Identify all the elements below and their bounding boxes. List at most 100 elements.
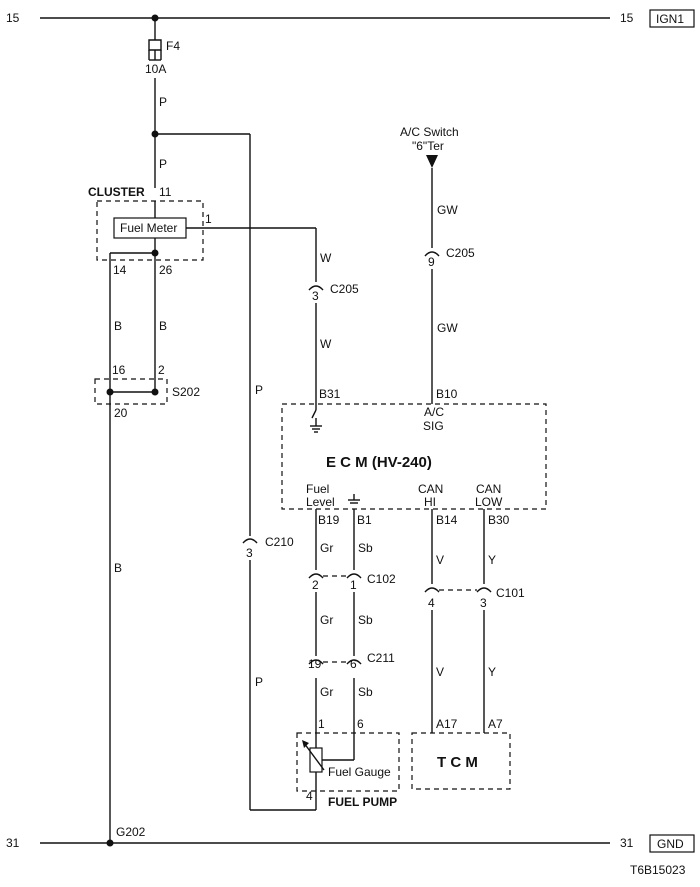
c102-pin-a: 2: [312, 578, 319, 592]
rail-bottom-left-label: 31: [6, 836, 20, 850]
ecm-title: E C M (HV-240): [326, 454, 432, 471]
ecm-pin-b19: B19: [318, 513, 340, 527]
s202-pin-20: 20: [114, 406, 128, 420]
cluster: CLUSTER 11 Fuel Meter 1 14 26: [88, 185, 316, 277]
ecm-pin-b30: B30: [488, 513, 510, 527]
ecm-outline: [281, 403, 547, 510]
wire-color-p: P: [255, 675, 263, 689]
wire-color-b: B: [159, 319, 167, 333]
wire-color-v: V: [436, 553, 444, 567]
wire-color-y: Y: [488, 553, 496, 567]
fuse-name: F4: [166, 39, 180, 53]
ecm-pin-b10: B10: [436, 387, 458, 401]
cluster-pin-in: 11: [159, 185, 172, 199]
wire-color-gr: Gr: [320, 613, 333, 627]
fuel-pump-pin-4: 4: [306, 789, 313, 803]
c211-pin-b: 6: [350, 657, 357, 671]
gnd-tag-label: GND: [657, 837, 684, 851]
rail-top-left-label: 15: [6, 11, 20, 25]
wire-color-w: W: [320, 251, 332, 265]
c210-pin: 3: [246, 546, 253, 560]
c210-label: C210: [265, 535, 294, 549]
ecm-fuel-2: Level: [306, 495, 335, 509]
cluster-pin-out: 1: [205, 212, 212, 226]
w-wire: W 3 C205 W: [308, 228, 359, 404]
fuel-pump-pin-6: 6: [357, 717, 364, 731]
c211-label: C211: [367, 651, 395, 665]
c205-pin-gw: 9: [428, 255, 435, 269]
cluster-outline: [96, 200, 204, 261]
ac-switch: A/C Switch "6"Ter GW 9 C205 GW: [400, 125, 475, 404]
wire-color-v: V: [436, 665, 444, 679]
s202-label: S202: [172, 385, 200, 399]
ecm-ac-sig-1: A/C: [424, 405, 444, 419]
s202-pin-16: 16: [112, 363, 126, 377]
wire-color-sb: Sb: [358, 613, 373, 627]
p-wire: P P P 3 C210 P: [151, 78, 317, 811]
c102-pin-b: 1: [350, 578, 357, 592]
junction-dot: [151, 388, 159, 396]
ecm-ac-sig-2: SIG: [423, 419, 444, 433]
wire-color-p: P: [255, 383, 263, 397]
ecm-pin-b14: B14: [436, 513, 458, 527]
fuel-pump: 1 6 Fuel Gauge 4 FUEL PUMP: [296, 717, 400, 809]
c101-pin-b: 3: [480, 596, 487, 610]
tcm-pin-a7: A7: [488, 717, 503, 731]
can-wires: V Y 4 3 C101 V Y: [424, 509, 525, 733]
tcm: A17 A7 T C M: [411, 717, 511, 790]
c101-pin-a: 4: [428, 596, 435, 610]
wire-color-gr: Gr: [320, 685, 333, 699]
cluster-pin-14: 14: [113, 263, 127, 277]
wire-color-gr: Gr: [320, 541, 333, 555]
c205-label: C205: [330, 282, 359, 296]
splice-s202: 16 2 20 S202: [94, 363, 200, 420]
wire-color-y: Y: [488, 665, 496, 679]
junction-dot: [106, 388, 114, 396]
fuel-meter-label: Fuel Meter: [120, 221, 177, 235]
fuel-pump-title: FUEL PUMP: [328, 795, 397, 809]
ac-switch-terminal: "6"Ter: [412, 139, 444, 153]
cluster-pin-26: 26: [159, 263, 173, 277]
ign1-rail: 15 15 IGN1: [6, 9, 695, 28]
gnd-rail: G202 31 31 GND: [6, 825, 695, 853]
gnd-tag: [649, 834, 695, 853]
fuse-rating: 10A: [145, 62, 166, 76]
ac-switch-label: A/C Switch: [400, 125, 459, 139]
wire-color-gw: GW: [437, 203, 458, 217]
tcm-title: T C M: [437, 754, 478, 771]
rail-bottom-right-label: 31: [620, 836, 634, 850]
ecm-fuel-1: Fuel: [306, 482, 329, 496]
cluster-title: CLUSTER: [88, 185, 145, 199]
diagram-id: T6B15023: [630, 863, 686, 877]
wire-color-w: W: [320, 337, 332, 351]
b-wires: B B B: [109, 253, 167, 843]
ecm-can-hi-2: HI: [424, 495, 436, 509]
wire-color-b: B: [114, 319, 122, 333]
wire-color-p: P: [159, 95, 167, 109]
c101-label: C101: [496, 586, 525, 600]
wire-color-sb: Sb: [358, 685, 373, 699]
tcm-outline: [411, 732, 511, 790]
fuel-pump-outline: [296, 732, 400, 792]
fuel-gauge-label: Fuel Gauge: [328, 765, 391, 779]
fuel-pump-pin-1: 1: [318, 717, 325, 731]
fuse-f4: F4 10A: [145, 18, 180, 76]
ac-switch-arrow: [426, 155, 438, 168]
c205-pin-w: 3: [312, 289, 319, 303]
wire-color-p: P: [159, 157, 167, 171]
c205-label: C205: [446, 246, 475, 260]
ecm-can-low-1: CAN: [476, 482, 501, 496]
ecm-pin-b31: B31: [319, 387, 341, 401]
rail-top-right-label: 15: [620, 11, 634, 25]
wire-color-sb: Sb: [358, 541, 373, 555]
fuel-level-wires: Gr Sb 2 1 C102 Gr Sb 19 6 C211 Gr Sb: [308, 509, 396, 760]
ecm-pin-b1: B1: [357, 513, 372, 527]
c211-pin-a: 19: [308, 657, 322, 671]
s202-pin-2: 2: [158, 363, 165, 377]
junction-dot: [106, 839, 114, 847]
tcm-pin-a17: A17: [436, 717, 458, 731]
wire-color-gw: GW: [437, 321, 458, 335]
ecm-can-hi-1: CAN: [418, 482, 443, 496]
ecm: B31 B10 A/C SIG E C M (HV-240) Fuel Leve…: [281, 387, 547, 527]
